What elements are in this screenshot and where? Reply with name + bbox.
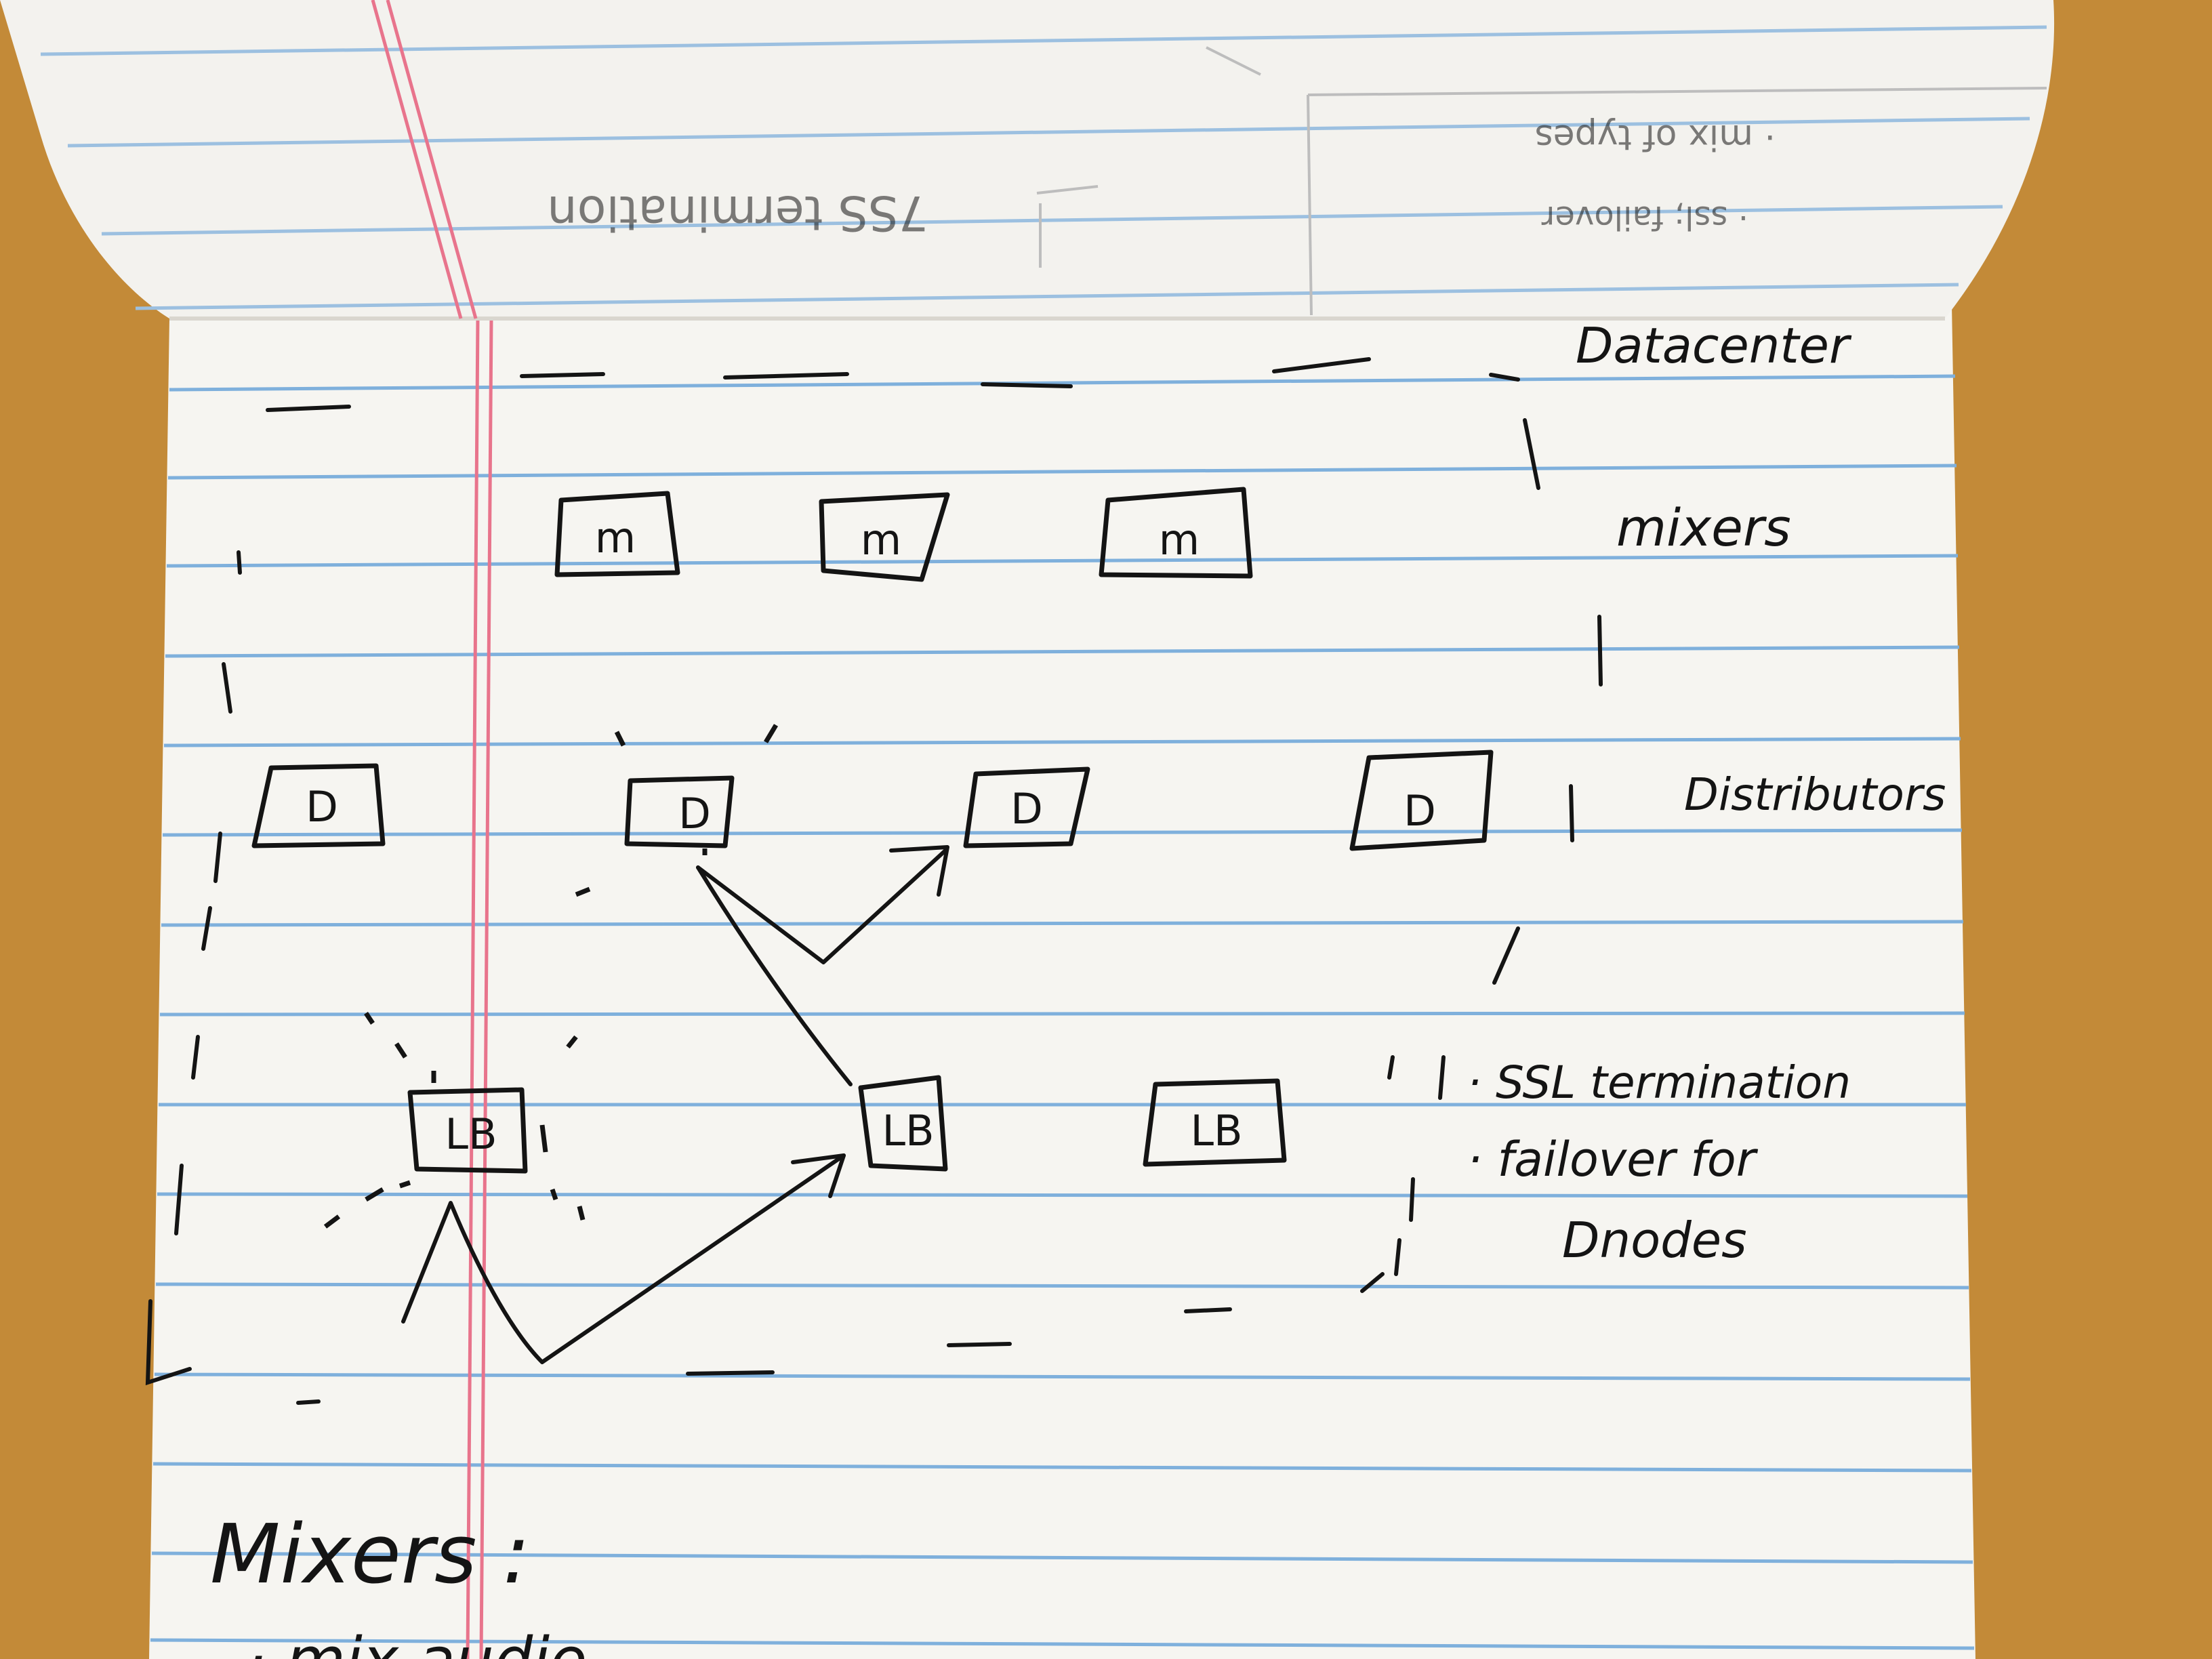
- datacenter-boundary: [145, 357, 1603, 1405]
- show-through-line-3: · ssl; failover: [1541, 199, 1748, 237]
- notes-heading: Mixers :: [210, 1508, 530, 1602]
- lb-node-1-label: LB: [445, 1109, 497, 1159]
- lb-node-3-label: LB: [1190, 1106, 1242, 1155]
- mixer-node-1-label: m: [595, 513, 636, 562]
- arrow-lb1-to-lb2: [401, 1153, 846, 1364]
- mixer-node-2-box: [819, 492, 950, 582]
- distributor-node-4-box: [1349, 750, 1494, 851]
- distributor-node-2-box: [624, 775, 735, 848]
- distributor-node-1-label: D: [306, 782, 338, 832]
- datacenter-label: Datacenter: [1576, 317, 1852, 374]
- mixer-node-1-box: [554, 491, 680, 577]
- mixer-node-2-label: m: [861, 515, 901, 565]
- distributor-node-3-label: D: [1010, 784, 1043, 834]
- distributor-node-4-label: D: [1404, 786, 1436, 836]
- lb-layer: [323, 1012, 1287, 1229]
- link-d2-to-lb2: [696, 865, 853, 1086]
- distributor-node-1-box: [251, 763, 386, 848]
- arrow-lb1-to-lb2-head: [791, 1153, 846, 1198]
- ruled-lines: [150, 374, 1975, 1650]
- lb-node-2-box: [858, 1075, 948, 1172]
- lb-node-3-box: [1143, 1078, 1287, 1167]
- notes-bullet: · mix audio: [247, 1624, 587, 1659]
- lb-node-1-box: [407, 1087, 528, 1174]
- lb-note-failover: · failover for: [1467, 1132, 1759, 1187]
- distributor-node-2-label: D: [678, 789, 711, 838]
- arrow-d2-to-d3: [696, 848, 947, 964]
- show-through-line-1: 7SS termination: [547, 185, 928, 241]
- connections: [401, 845, 949, 1364]
- curled-page: [0, 0, 2055, 319]
- mixer-layer: [554, 487, 1253, 582]
- curled-page-ruled-lines: [40, 25, 2047, 310]
- distributor-layer: [251, 724, 1494, 897]
- distributor-node-3-box: [963, 766, 1090, 848]
- lb-note-ssl: · SSL termination: [1467, 1057, 1851, 1109]
- show-through-line-2: · mix of types: [1535, 117, 1776, 157]
- distributors-layer-label: Distributors: [1684, 769, 1946, 821]
- lb-note-dnodes: Dnodes: [1562, 1212, 1747, 1269]
- mixer-node-3-box: [1099, 487, 1253, 579]
- mixer-node-3-label: m: [1159, 515, 1200, 565]
- lb-node-2-label: LB: [882, 1106, 934, 1155]
- show-through: [1036, 46, 2047, 316]
- arrow-d2-to-d3-head: [889, 845, 949, 897]
- margin-lines: [466, 318, 493, 1659]
- mixers-layer-label: mixers: [1616, 497, 1791, 558]
